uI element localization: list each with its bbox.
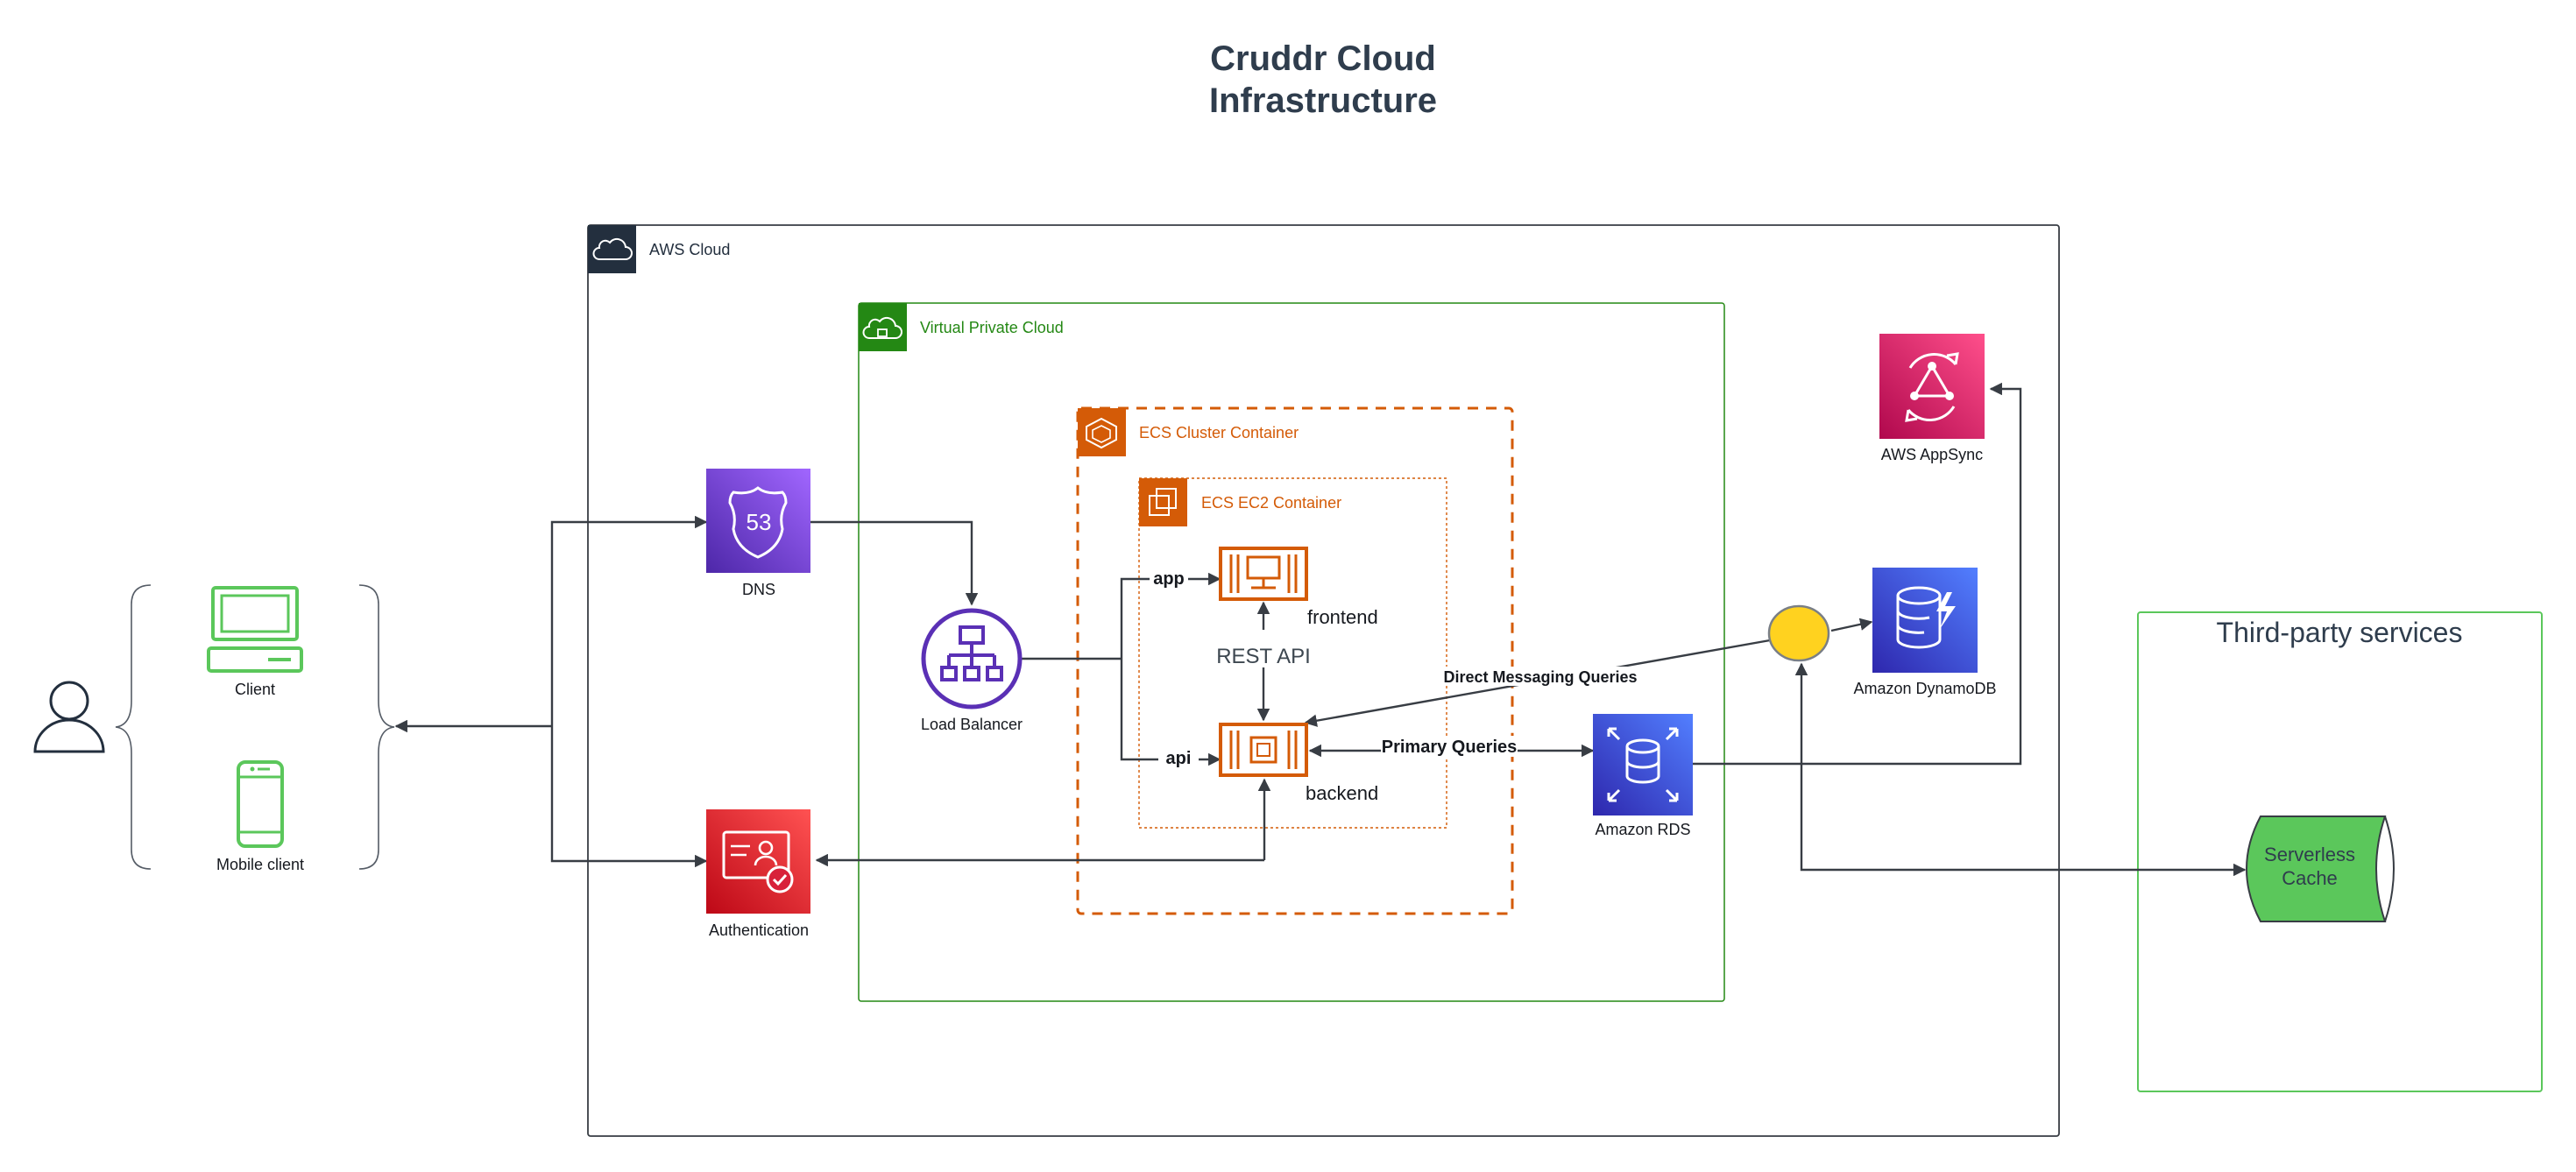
- vpc-label: Virtual Private Cloud: [920, 319, 1064, 336]
- diagram-title-line-1: Cruddr Cloud: [1210, 39, 1436, 78]
- authentication-label: Authentication: [709, 921, 809, 939]
- authentication-node: Authentication: [706, 809, 810, 939]
- dynamodb-node: Amazon DynamoDB: [1853, 568, 1997, 697]
- mobile-client-label: Mobile client: [216, 856, 304, 873]
- dns-label: DNS: [742, 581, 775, 598]
- backend-label: backend: [1306, 782, 1378, 804]
- lightning-icon: [1936, 592, 1956, 629]
- appsync-label: AWS AppSync: [1881, 446, 1983, 463]
- ecs-ec2-label: ECS EC2 Container: [1201, 494, 1341, 512]
- diagram-title-line-2: Infrastructure: [1209, 81, 1437, 120]
- appsync-node: AWS AppSync: [1879, 334, 1985, 463]
- authentication-tile: [706, 809, 810, 914]
- ecs-cluster-badge: [1078, 408, 1126, 456]
- ecs-cluster-inner-icon: [1092, 425, 1111, 443]
- route53-shield-icon: [728, 486, 788, 559]
- client-label: Client: [235, 681, 275, 698]
- dns-node: 53 DNS: [706, 469, 810, 598]
- vpc-cloud-icon: [862, 316, 902, 339]
- aws-cloud-group: AWS Cloud: [587, 224, 2060, 1137]
- rds-node: Amazon RDS: [1593, 714, 1693, 838]
- edge-rds-to-appsync: [1693, 382, 2022, 766]
- client-node: Client: [207, 586, 303, 698]
- load-balancer-label: Load Balancer: [921, 716, 1023, 733]
- edge-label-primary-queries: Primary Queries: [1382, 738, 1518, 757]
- edge-client-to-auth: [550, 726, 708, 868]
- serverless-cache-node: Serverless Cache: [2246, 815, 2395, 922]
- ecs-cluster-icon: [1086, 417, 1117, 449]
- dynamodb-label: Amazon DynamoDB: [1853, 680, 1996, 697]
- ecs-ec2-badge: [1139, 478, 1187, 526]
- serverless-cache-label-line-2: Cache: [2282, 867, 2338, 889]
- edge-junction-to-dynamodb: [1830, 618, 1873, 632]
- clients-right-brace: [358, 584, 395, 870]
- aws-cloud-label: AWS Cloud: [649, 241, 730, 258]
- rds-label: Amazon RDS: [1595, 821, 1690, 838]
- load-balancer-node: Load Balancer: [921, 608, 1023, 733]
- user-node: [33, 681, 105, 753]
- ecs-cluster-group: ECS Cluster Container: [1076, 406, 1514, 915]
- appsync-sync-icon: [1908, 352, 1957, 369]
- backend-node: backend: [1219, 723, 1378, 804]
- messaging-junction: [1767, 604, 1830, 662]
- third-party-group: Third-party services: [2137, 611, 2543, 1092]
- ecs-ec2-border: [1138, 477, 1447, 829]
- id-card-icon: [722, 830, 790, 879]
- frontend-node: frontend: [1219, 547, 1378, 628]
- mobile-phone-icon: [237, 760, 284, 848]
- ecs-ec2-group: ECS EC2 Container: [1138, 477, 1447, 829]
- aws-cloud-border: [587, 224, 2060, 1137]
- edge-lb-to-frontend: [1120, 572, 1221, 659]
- ec2-container-icon: [1149, 495, 1170, 516]
- frontend-label: frontend: [1307, 606, 1378, 628]
- edge-label-api: api: [1166, 749, 1192, 768]
- edge-lb-to-backend: [1120, 659, 1221, 766]
- edge-dns-to-lb: [810, 520, 979, 606]
- appsync-tile: [1879, 334, 1985, 439]
- serverless-cache-label-line-1: Serverless: [2264, 844, 2355, 865]
- edge-label-app: app: [1153, 569, 1185, 589]
- ecs-cluster-border: [1076, 406, 1514, 915]
- edge-label-direct-messaging: Direct Messaging Queries: [1443, 668, 1637, 686]
- third-party-label: Third-party services: [2217, 617, 2463, 648]
- edge-junction-to-cache: [1794, 662, 2247, 877]
- check-badge-icon: [766, 865, 794, 893]
- user-head: [49, 681, 89, 721]
- dynamodb-tile: [1872, 568, 1978, 673]
- edge-label-rest-api: REST API: [1216, 645, 1311, 668]
- chip-icon: [1249, 736, 1277, 764]
- lock-icon: [877, 328, 888, 337]
- desktop-icon: [211, 586, 299, 641]
- vpc-border: [858, 302, 1725, 1002]
- ecs-cluster-label: ECS Cluster Container: [1139, 424, 1299, 441]
- backend-container-icon: [1219, 723, 1308, 777]
- cloud-icon: [592, 237, 633, 260]
- clients-left-brace: [115, 584, 152, 870]
- vpc-group: Virtual Private Cloud: [858, 302, 1725, 1002]
- edge-client-to-dns: [550, 515, 708, 726]
- user-icon: [33, 718, 105, 753]
- route53-badge-text: 53: [747, 509, 772, 535]
- mobile-client-node: Mobile client: [216, 760, 304, 873]
